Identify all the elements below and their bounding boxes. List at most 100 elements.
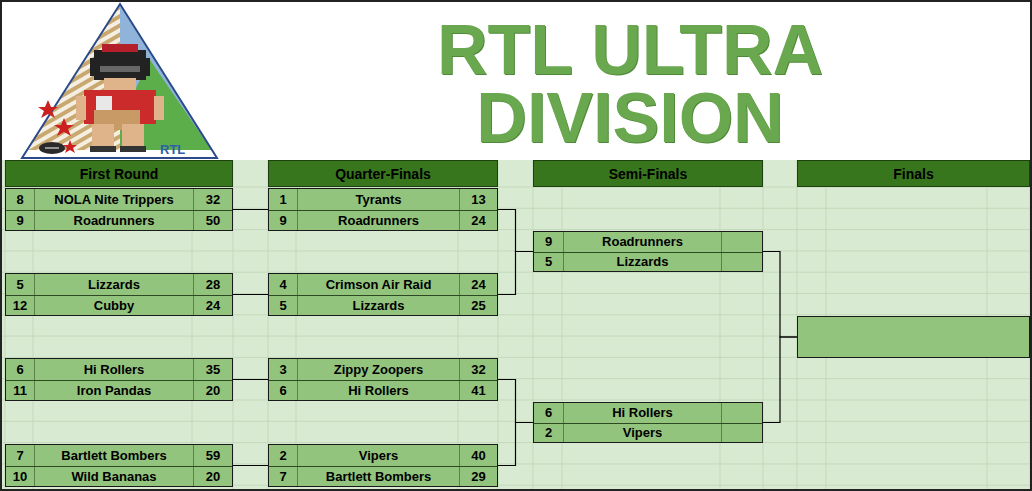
score-cell — [721, 424, 762, 443]
grid-lines — [0, 160, 1032, 491]
seed-cell: 5 — [269, 296, 297, 316]
seed-number: 9 — [279, 213, 286, 228]
team-cell: Cubby — [34, 296, 193, 316]
seed-number: 2 — [545, 425, 552, 440]
team-row: 7Bartlett Bombers29 — [269, 466, 497, 487]
team-row: 5 Lizzards 28 — [6, 274, 232, 295]
seed-cell: 6 — [6, 359, 34, 380]
round-title: First Round — [80, 166, 159, 182]
round-header: Semi-Finals — [533, 160, 763, 187]
score-cell: 28 — [193, 274, 232, 295]
matchup-box: 3Zippy Zoopers326 Hi Rollers 41 — [268, 358, 498, 401]
seed-number: 6 — [16, 362, 23, 377]
matchup-box: 5 Lizzards 28 12Cubby 24 — [5, 273, 233, 316]
team-name: Hi Rollers — [348, 383, 409, 398]
team-row: 3Zippy Zoopers32 — [269, 359, 497, 380]
seed-number: 1 — [279, 192, 286, 207]
seed-number: 11 — [13, 383, 27, 398]
seed-number: 4 — [279, 277, 286, 292]
seed-cell: 8 — [6, 189, 34, 210]
seed-cell: 9 — [534, 232, 563, 252]
round-header: Finals — [797, 160, 1030, 187]
matchup-box: 6 Hi Rollers 2Vipers — [533, 402, 763, 443]
bracket-line — [233, 209, 268, 210]
finals-box — [797, 316, 1030, 358]
team-name: Lizzards — [616, 254, 668, 269]
seed-number: 5 — [16, 277, 23, 292]
team-name: Hi Rollers — [612, 405, 673, 420]
score: 25 — [471, 298, 485, 313]
team-cell: Hi Rollers — [297, 381, 459, 401]
team-row: 1 Tyrants 13 — [269, 189, 497, 210]
score-cell: 50 — [193, 211, 232, 231]
team-cell: NOLA Nite Trippers — [34, 189, 193, 210]
score: 20 — [206, 469, 220, 484]
seed-number: 9 — [16, 213, 23, 228]
seed-cell: 4 — [269, 274, 297, 295]
team-name: Lizzards — [88, 277, 140, 292]
round-header: Quarter-Finals — [268, 160, 498, 187]
team-cell: Roadrunners — [297, 211, 459, 231]
seed-number: 7 — [279, 469, 286, 484]
team-name: Lizzards — [352, 298, 404, 313]
seed-cell: 11 — [6, 381, 34, 401]
score: 24 — [471, 277, 485, 292]
score: 40 — [471, 448, 485, 463]
grid-ground — [0, 160, 1032, 491]
score: 32 — [206, 192, 220, 207]
score: 35 — [206, 362, 220, 377]
score-cell: 35 — [193, 359, 232, 380]
round-title: Semi-Finals — [609, 166, 688, 182]
seed-cell: 1 — [269, 189, 297, 210]
score-cell: 20 — [193, 381, 232, 401]
seed-number: 5 — [545, 254, 552, 269]
score: 13 — [471, 192, 485, 207]
seed-cell: 3 — [269, 359, 297, 380]
team-row: 10Wild Bananas20 — [6, 466, 232, 487]
team-name: Roadrunners — [338, 213, 419, 228]
team-row: 9 Roadrunners 24 — [269, 210, 497, 231]
score-cell: 13 — [459, 189, 497, 210]
seed-number: 8 — [16, 192, 23, 207]
score: 32 — [471, 362, 485, 377]
score: 24 — [206, 298, 220, 313]
team-row: 2Vipers — [534, 423, 762, 443]
matchup-box: 8 NOLA Nite Trippers 32 9 Roadrunners 50 — [5, 188, 233, 231]
team-row: 11 Iron Pandas 20 — [6, 380, 232, 401]
matchup-box: 7Bartlett Bombers5910Wild Bananas20 — [5, 444, 233, 487]
team-cell: Lizzards — [563, 253, 721, 272]
team-row: 2Vipers40 — [269, 445, 497, 466]
bracket-line — [498, 423, 533, 466]
seed-cell: 9 — [6, 211, 34, 231]
team-row: 5 Lizzards — [534, 252, 762, 272]
team-name: Iron Pandas — [77, 383, 151, 398]
seed-number: 7 — [16, 448, 23, 463]
team-row: 6 Hi Rollers — [534, 403, 762, 423]
team-row: 9Roadrunners — [534, 232, 762, 252]
seed-cell: 6 — [534, 403, 563, 423]
team-cell: Tyrants — [297, 189, 459, 210]
team-name: Hi Rollers — [84, 362, 145, 377]
team-name: Roadrunners — [74, 213, 155, 228]
score-cell — [721, 403, 762, 423]
team-row: 4 Crimson Air Raid 24 — [269, 274, 497, 295]
score-cell: 41 — [459, 381, 497, 401]
team-row: 12Cubby 24 — [6, 295, 232, 316]
team-cell: Bartlett Bombers — [34, 445, 193, 466]
seed-cell: 9 — [269, 211, 297, 231]
team-name: Crimson Air Raid — [326, 277, 432, 292]
seed-cell: 12 — [6, 296, 34, 316]
team-row: 6 Hi Rollers 35 — [6, 359, 232, 380]
team-name: Bartlett Bombers — [326, 469, 431, 484]
seed-cell: 10 — [6, 467, 34, 487]
seed-cell: 6 — [269, 381, 297, 401]
team-name: NOLA Nite Trippers — [54, 192, 173, 207]
seed-number: 5 — [279, 298, 286, 313]
team-cell: Hi Rollers — [34, 359, 193, 380]
bracket-line — [233, 379, 268, 380]
score-cell: 24 — [459, 211, 497, 231]
logo-label: RTL — [160, 142, 185, 157]
seed-cell: 5 — [6, 274, 34, 295]
